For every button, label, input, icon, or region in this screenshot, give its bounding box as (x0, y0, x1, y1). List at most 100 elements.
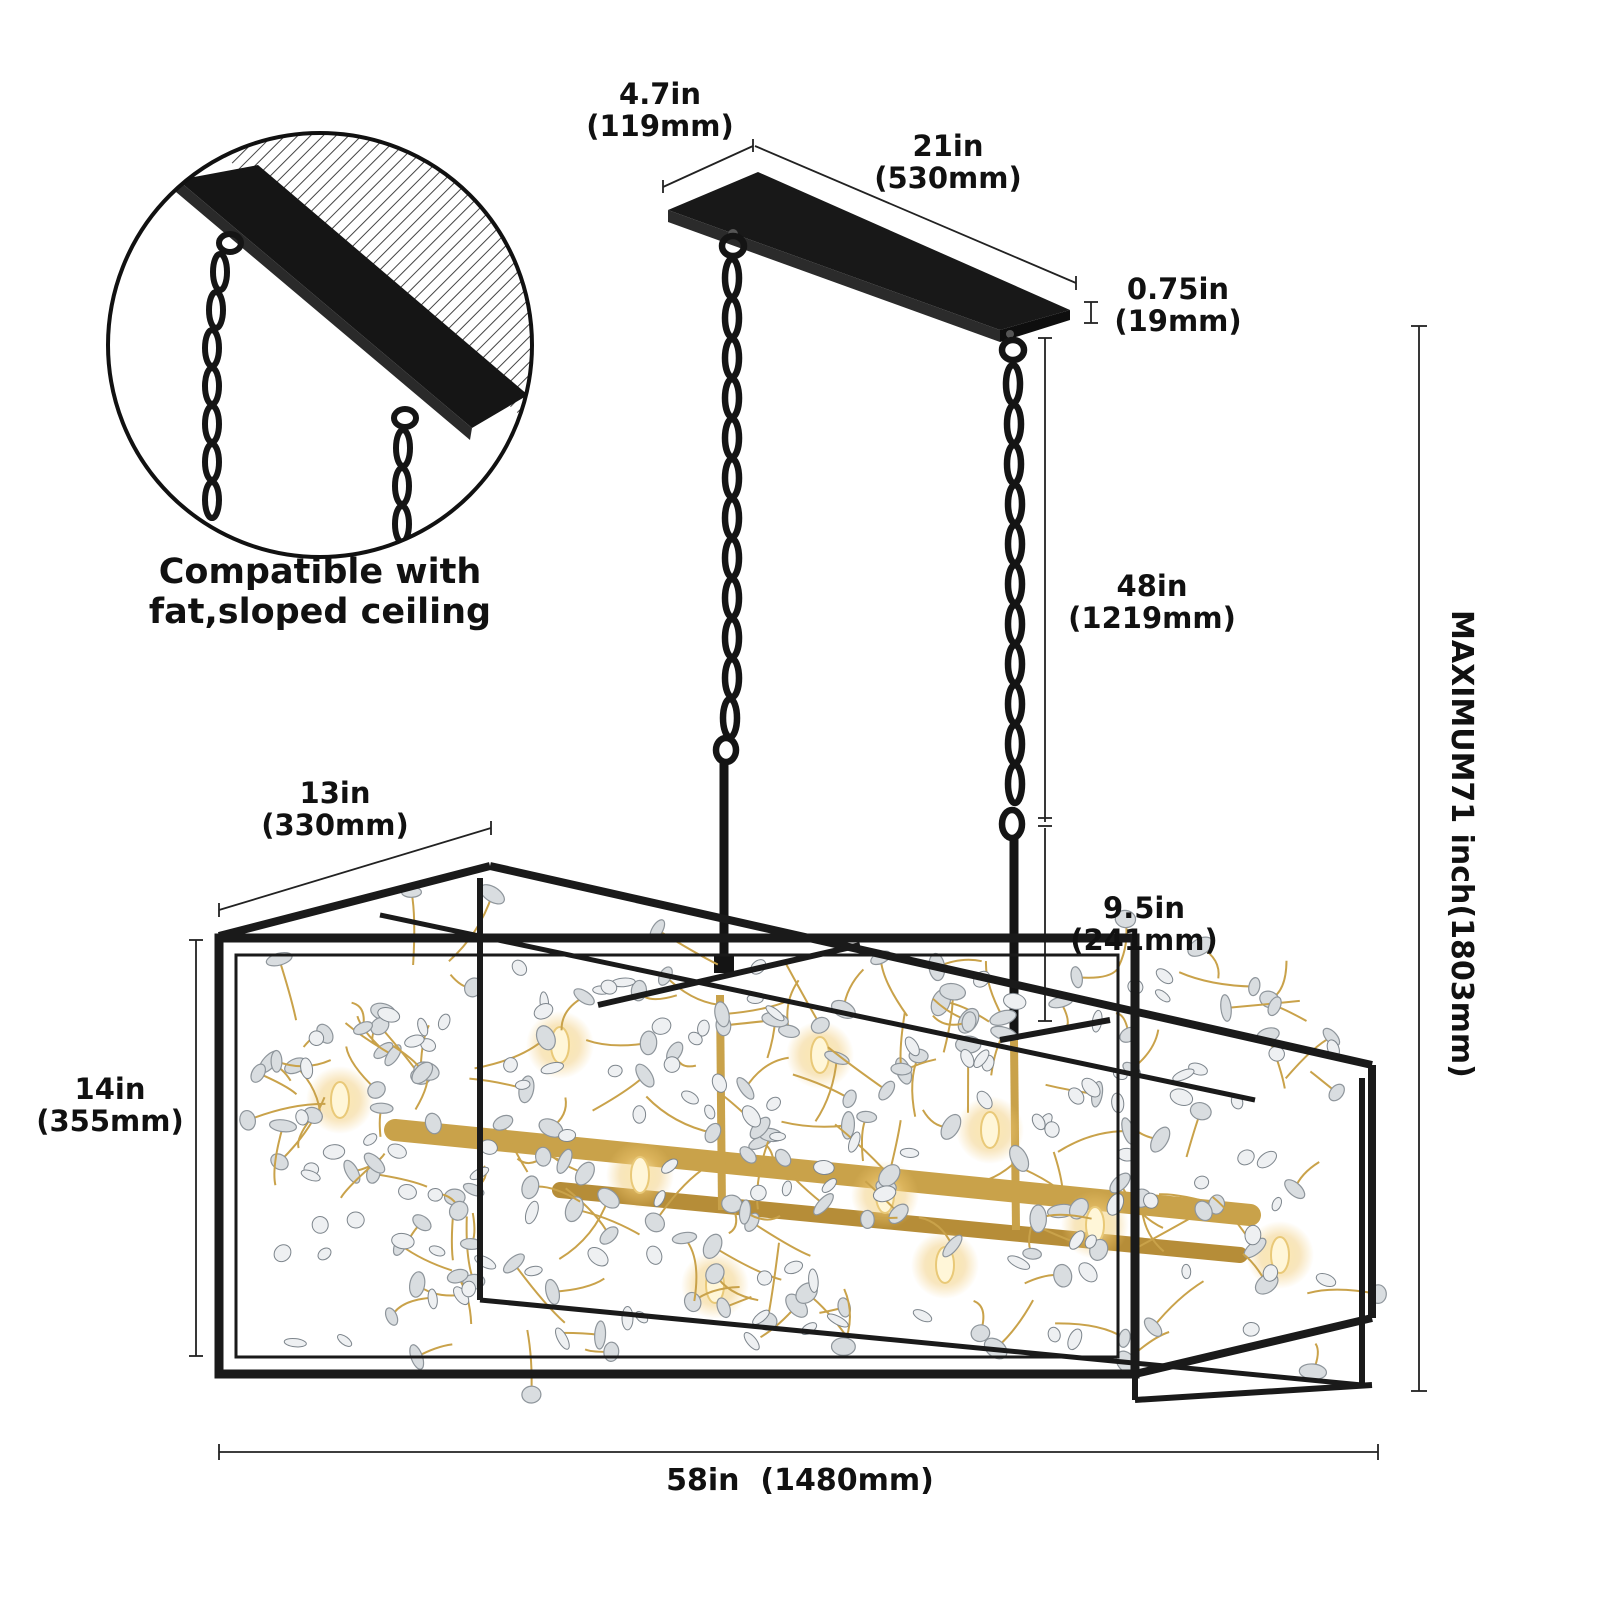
crystal-drop (681, 1090, 699, 1105)
crystal-drop (960, 1048, 975, 1068)
crystal-drop (283, 1337, 307, 1348)
crystal-drop (1084, 1234, 1097, 1249)
crystal-drop (411, 1061, 434, 1085)
crystal-drop (268, 1119, 298, 1133)
crystal-drop (878, 1164, 901, 1187)
chain-right (998, 336, 1028, 842)
crystal-drop (1242, 1321, 1260, 1337)
brass-branch (712, 1245, 782, 1281)
crystal-drop (813, 1193, 834, 1216)
crystal-drop (661, 1158, 679, 1174)
crystal-drop (1009, 1144, 1030, 1172)
brass-branch (373, 1172, 428, 1188)
crystal-drop (1022, 1247, 1042, 1260)
crystal-drop (1187, 936, 1214, 957)
crystal-drop (842, 1089, 857, 1109)
crystal-drop (535, 1025, 556, 1051)
brass-branch (1135, 1209, 1205, 1250)
crystal-drop (322, 1144, 346, 1160)
crystal-drop (940, 1113, 962, 1140)
crystal-drop (781, 1180, 793, 1197)
crystal-drop (1194, 1200, 1213, 1222)
crystal-drop (1109, 1172, 1131, 1194)
canopy-thickness-label: 0.75in (19mm) (1114, 272, 1242, 339)
crystal-drop (697, 1019, 710, 1037)
crystal-drop (544, 1278, 561, 1305)
inset-canopy (176, 165, 528, 440)
crystal-drop (384, 1044, 402, 1067)
crystal-drop (597, 1187, 620, 1209)
crystal-drop (736, 1076, 755, 1100)
crystal-drop (427, 1288, 438, 1310)
crystal-drop (1068, 1197, 1089, 1220)
crystal-drop (766, 1096, 781, 1111)
sloped-ceiling-inset (106, 131, 534, 559)
crystal-drop (1143, 1192, 1159, 1209)
crystal-drop (511, 959, 528, 976)
crystal-drop (778, 1024, 800, 1039)
crystal-drop (1244, 1224, 1262, 1246)
crystal-drop (1068, 1087, 1085, 1105)
crystal-drop (1081, 1077, 1101, 1098)
crystal-drop (273, 1244, 292, 1263)
brass-branch (585, 1039, 649, 1047)
brass-branch (751, 1221, 811, 1257)
crystal-drop (890, 1062, 913, 1076)
inset-chain-right (391, 406, 419, 545)
crystal-drop (741, 1105, 761, 1128)
candle-bulb (630, 1156, 650, 1194)
crystal-drop (446, 1268, 469, 1284)
crystal-drop (856, 1110, 878, 1124)
crystal-drop (461, 1280, 477, 1298)
crystal-drop (474, 1254, 497, 1270)
brass-branch (860, 1116, 868, 1162)
crystal-drop (533, 1003, 554, 1020)
candle-bulb (980, 1111, 1000, 1149)
crystal-drop (503, 1057, 518, 1073)
crystal-drop (711, 1073, 727, 1093)
crystal-drop (752, 1309, 770, 1325)
crystal-drop (524, 1265, 543, 1277)
crystal-drop (1053, 1263, 1073, 1288)
crystal-drop (502, 1253, 525, 1274)
crystal-drop (1114, 909, 1137, 929)
crystal-drop (847, 1131, 861, 1153)
chain-length-label: 48in (1219mm) (1068, 569, 1236, 636)
inset-circle-outline (106, 131, 534, 559)
inset-chain-left (202, 231, 244, 521)
crystal-drop (989, 1009, 1017, 1026)
brass-branch (247, 1102, 326, 1122)
crystal-drop (377, 1007, 401, 1023)
crystal-drop (311, 1216, 329, 1234)
crystal-drop (417, 1017, 429, 1037)
brass-branch (448, 893, 494, 962)
crystal-drop (367, 1081, 386, 1099)
crystal-drop (830, 1337, 856, 1357)
crystal-drop (639, 1030, 658, 1056)
crystal-drop (607, 1064, 623, 1078)
crystal-drop (813, 1159, 835, 1176)
crystal-drop (521, 1175, 540, 1200)
crystal-drop (904, 1036, 920, 1057)
crystal-drop (824, 1050, 850, 1065)
crystal-drop (743, 1332, 760, 1351)
brass-branch (786, 979, 800, 1032)
ceiling-canopy (668, 172, 1070, 342)
crystal-drop (408, 1271, 426, 1298)
crystal-drop (756, 1270, 773, 1286)
crystal-drop (774, 1148, 792, 1167)
crystal-drop (308, 1030, 325, 1046)
crystal-drop (1328, 1083, 1345, 1102)
crystal-drop (976, 1090, 993, 1110)
crystal-drop (859, 1209, 875, 1229)
crystal-drop (404, 1034, 425, 1048)
crystal-drop (739, 1146, 757, 1164)
crystal-drop (337, 1334, 353, 1347)
crystal-drop (363, 1152, 386, 1174)
crystal-drop (1143, 1317, 1163, 1337)
crystal-drop (716, 1297, 731, 1319)
brass-branch (756, 1134, 772, 1210)
crystal-drop (599, 1226, 619, 1245)
